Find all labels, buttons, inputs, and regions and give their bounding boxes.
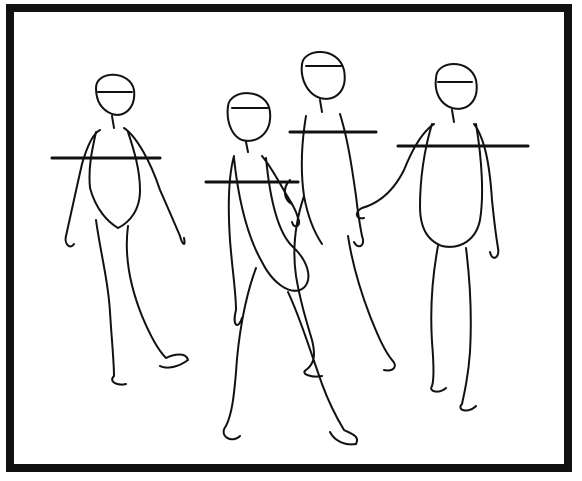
- figure-front-center: [206, 93, 357, 444]
- figure-left: [52, 75, 188, 385]
- figure-right: [357, 64, 528, 410]
